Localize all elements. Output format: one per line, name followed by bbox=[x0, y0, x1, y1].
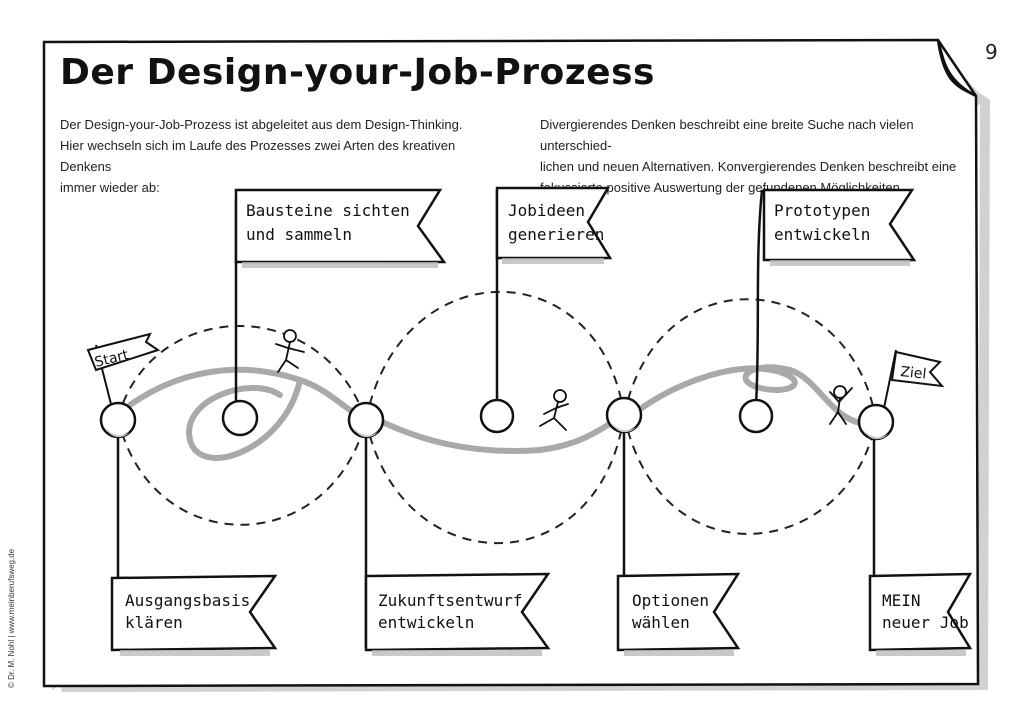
node bbox=[857, 403, 895, 441]
dashed-lower-2 bbox=[365, 414, 625, 545]
top-flag-2-line2: generieren bbox=[508, 225, 604, 244]
intro-left-line: immer wieder ab: bbox=[60, 180, 160, 195]
bottom-flags bbox=[110, 425, 973, 652]
dashed-upper-2 bbox=[365, 290, 625, 421]
node bbox=[221, 399, 259, 437]
goal-label: Ziel bbox=[900, 364, 928, 383]
node bbox=[99, 401, 137, 439]
dashed-lower-3 bbox=[623, 414, 877, 535]
top-flag-1-line1: Bausteine sichten bbox=[246, 201, 410, 220]
flag-shape bbox=[868, 572, 973, 652]
flag-shape bbox=[495, 186, 613, 260]
node bbox=[479, 398, 515, 434]
top-flag-3-line2: entwickeln bbox=[774, 225, 870, 244]
top-flag-1-line2: und sammeln bbox=[246, 225, 352, 244]
intro-right-line: lichen und neuen Alternativen. Konvergie… bbox=[540, 159, 957, 174]
page-number: 9 bbox=[985, 40, 998, 64]
node bbox=[738, 398, 774, 434]
flag-shape bbox=[364, 572, 551, 652]
top-flag-3-line1: Prototypen bbox=[774, 201, 870, 220]
intro-left: Der Design-your-Job-Prozess ist abgeleit… bbox=[60, 114, 510, 198]
flag-shape bbox=[762, 188, 917, 262]
top-flag-2-line1: Jobideen bbox=[508, 201, 585, 220]
intro-right-line: Divergierendes Denken beschreibt eine br… bbox=[540, 117, 914, 153]
bottom-flag-3-line2: wählen bbox=[632, 613, 690, 632]
page-title: Der Design-your-Job-Prozess bbox=[60, 52, 655, 93]
flag-shape bbox=[616, 572, 741, 652]
stick-figure-icon bbox=[829, 385, 853, 425]
bottom-flag-4-line2: neuer Job bbox=[882, 613, 969, 632]
node-shading bbox=[106, 423, 888, 440]
bottom-flag-3-line1: Optionen bbox=[632, 591, 709, 610]
bottom-flag-1-line1: Ausgangsbasis bbox=[125, 591, 250, 610]
intro-left-line: Der Design-your-Job-Prozess ist abgeleit… bbox=[60, 117, 463, 132]
goal-flag bbox=[883, 349, 945, 409]
bottom-flag-2-line1: Zukunftsentwurf bbox=[378, 591, 523, 610]
bottom-flag-1-line2: klären bbox=[125, 613, 183, 632]
top-flag-shadows bbox=[242, 258, 910, 268]
dashed-lower-1 bbox=[117, 417, 367, 526]
flag-shape bbox=[110, 574, 278, 652]
milestone-nodes bbox=[99, 396, 895, 441]
bottom-flag-2-line2: entwickeln bbox=[378, 613, 474, 632]
intro-left-line: Hier wechseln sich im Laufe des Prozesse… bbox=[60, 138, 456, 174]
stick-figure-icon bbox=[539, 389, 569, 431]
bottom-flag-4-line1: MEIN bbox=[882, 591, 921, 610]
stick-figure-icon bbox=[275, 329, 305, 373]
grey-path bbox=[127, 364, 869, 461]
node bbox=[347, 401, 385, 439]
node bbox=[605, 396, 643, 434]
flag-shadows bbox=[120, 650, 966, 656]
start-flag bbox=[86, 332, 161, 409]
top-flags bbox=[234, 186, 917, 406]
flag-shape bbox=[234, 188, 447, 264]
